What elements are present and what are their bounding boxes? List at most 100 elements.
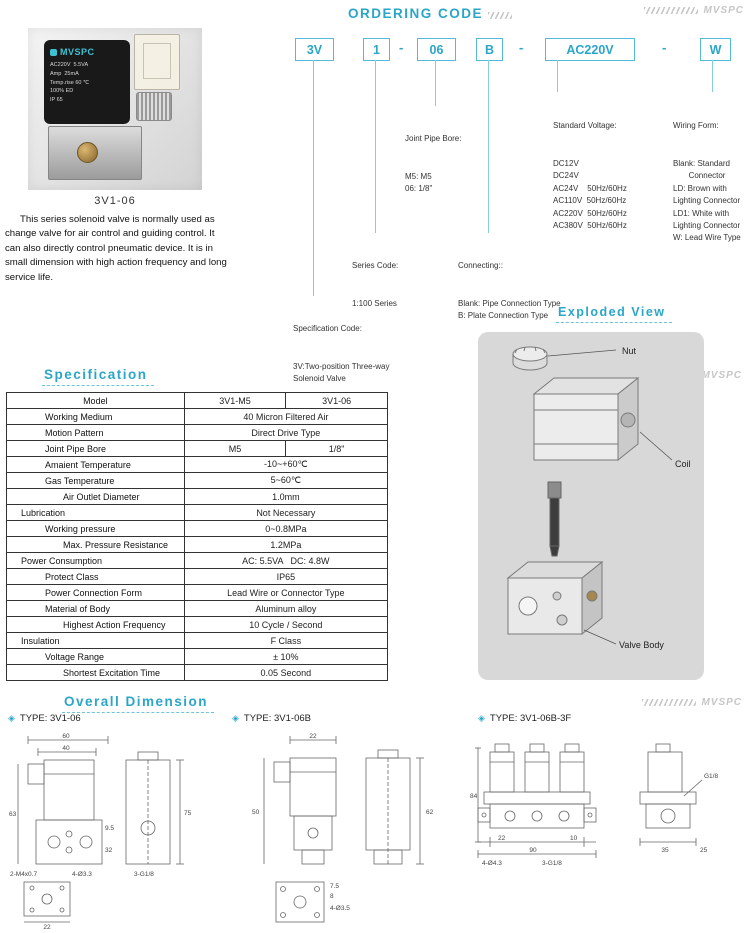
- text-line: IP 65: [50, 97, 63, 104]
- spec-label-cell: Model: [6, 392, 185, 409]
- connector-line: [313, 60, 314, 296]
- product-model-caption: 3V1-06: [94, 195, 136, 207]
- ordering-segment-w: W: [700, 38, 731, 61]
- spec-label-cell: Amaient Temperature: [6, 456, 185, 473]
- note-title: Series Code:: [352, 260, 399, 270]
- ordering-segment-3v: 3V: [295, 38, 334, 61]
- spec-row: Amaient Temperature-10~+60℃: [6, 456, 389, 473]
- dim-label: 3-G1/8: [542, 860, 562, 867]
- text-line: AC380V 50Hz/60Hz: [553, 220, 627, 230]
- stripe-decoration-icon: [488, 12, 512, 19]
- spec-label-cell: Shortest Excitation Time: [6, 664, 185, 681]
- ordering-segment-1: 1: [363, 38, 390, 61]
- text-line: 06: 1/8": [405, 184, 433, 194]
- dim-label: G1/8: [704, 773, 718, 780]
- ordering-segment-voltage: AC220V: [545, 38, 635, 61]
- text-line: DC12V: [553, 158, 579, 168]
- din-connector-inner: [143, 43, 171, 79]
- spec-label-cell: Voltage Range: [6, 648, 185, 665]
- dim-label: 10: [570, 835, 578, 842]
- spec-label-cell: Material of Body: [6, 600, 185, 617]
- spec-value-cell: 1.0mm: [183, 488, 389, 505]
- text-line: Lighting Connector: [673, 196, 741, 206]
- spec-value-cell: F Class: [183, 632, 389, 649]
- spec-label-cell: Highest Action Frequency: [6, 616, 185, 633]
- text-line: B: Plate Connection Type: [458, 311, 549, 321]
- brand-watermark: MVSPC: [642, 697, 742, 708]
- connector-line: [488, 60, 489, 233]
- spec-label-cell: Air Outlet Diameter: [6, 488, 185, 505]
- spec-label-cell: Joint Pipe Bore: [6, 440, 185, 457]
- type-label-text: TYPE: 3V1-06: [19, 713, 81, 724]
- brand-watermark-text: MVSPC: [701, 697, 742, 708]
- note-title: Connecting::: [458, 260, 503, 270]
- note-connecting: Connecting:: Blank: Pipe Connection Type…: [458, 235, 588, 348]
- dim-label: 4-Ø3.3: [72, 871, 92, 878]
- dimension-drawing-3v1-06b: 22 62 50 7.5 8 4-Ø3.5: [252, 733, 434, 923]
- dim-label: 60: [62, 733, 70, 740]
- nut-label: Nut: [622, 346, 637, 356]
- ordering-dash: -: [519, 40, 524, 55]
- spec-value-cell: ± 10%: [183, 648, 389, 665]
- connector-line: [712, 60, 713, 92]
- note-specification-code: Specification Code: 3V:Two-position Thre…: [293, 298, 423, 411]
- dim-label: 4-Ø3.5: [330, 905, 350, 912]
- dim-label: 84: [470, 793, 478, 800]
- exploded-view-title: Exploded View: [556, 305, 672, 323]
- spec-label-cell: Power Connection Form: [6, 584, 185, 601]
- spec-value-cell: 3V1-M5: [183, 392, 287, 409]
- brand-watermark-text: MVSPC: [701, 370, 742, 381]
- spec-label-cell: Insulation: [6, 632, 185, 649]
- dim-label: 62: [426, 809, 434, 816]
- note-title: Standard Voltage:: [553, 120, 617, 130]
- type-label-text: TYPE: 3V1-06B: [243, 713, 311, 724]
- spec-value-cell: IP65: [183, 568, 389, 585]
- valve-body-part: [48, 126, 142, 180]
- spec-value-cell: 1.2MPa: [183, 536, 389, 553]
- text-line: 1:100 Series: [352, 298, 397, 308]
- coil-brand-text: MVSPC: [60, 47, 95, 57]
- spec-value-cell: -10~+60℃: [183, 456, 389, 473]
- spec-label-cell: Working Medium: [6, 408, 185, 425]
- connector-line: [435, 60, 436, 106]
- dim-label: 22: [498, 835, 506, 842]
- diamond-bullet-icon: ◈: [8, 713, 15, 723]
- text-line: AC24V 50Hz/60Hz: [553, 183, 627, 193]
- spec-value-cell: AC: 5.5VA DC: 4.8W: [183, 552, 389, 569]
- dim-label: 22: [43, 924, 51, 930]
- dim-label: 75: [184, 810, 192, 817]
- dim-label: 7.5: [330, 883, 339, 890]
- spec-value-cell: Aluminum alloy: [183, 600, 389, 617]
- exploded-diagram: Nut Coil: [506, 346, 691, 650]
- spec-label-cell: Power Consumption: [6, 552, 185, 569]
- spec-value-cell: 0.05 Second: [183, 664, 389, 681]
- dim-label: 8: [330, 893, 334, 900]
- dim-label: 3-G1/8: [134, 871, 154, 878]
- text-line: Amp 25mA: [50, 70, 79, 77]
- ordering-segment-06: 06: [417, 38, 456, 61]
- note-title: Joint Pipe Bore:: [405, 133, 462, 143]
- valve-body-label: Valve Body: [619, 640, 664, 650]
- ordering-segment-b: B: [476, 38, 503, 61]
- spec-value-cell: 3V1-06: [285, 392, 388, 409]
- dim-label: 90: [529, 847, 537, 854]
- text-line: Lighting Connector: [673, 220, 741, 230]
- text-line: W: Lead Wire Type: [673, 233, 741, 243]
- dim-label: 35: [661, 847, 669, 854]
- spec-value-cell: 10 Cycle / Second: [183, 616, 389, 633]
- exploded-view-panel: Nut Coil: [478, 332, 704, 680]
- connector-line: [375, 60, 376, 233]
- type-label-3v1-06b: ◈ TYPE: 3V1-06B: [232, 713, 311, 724]
